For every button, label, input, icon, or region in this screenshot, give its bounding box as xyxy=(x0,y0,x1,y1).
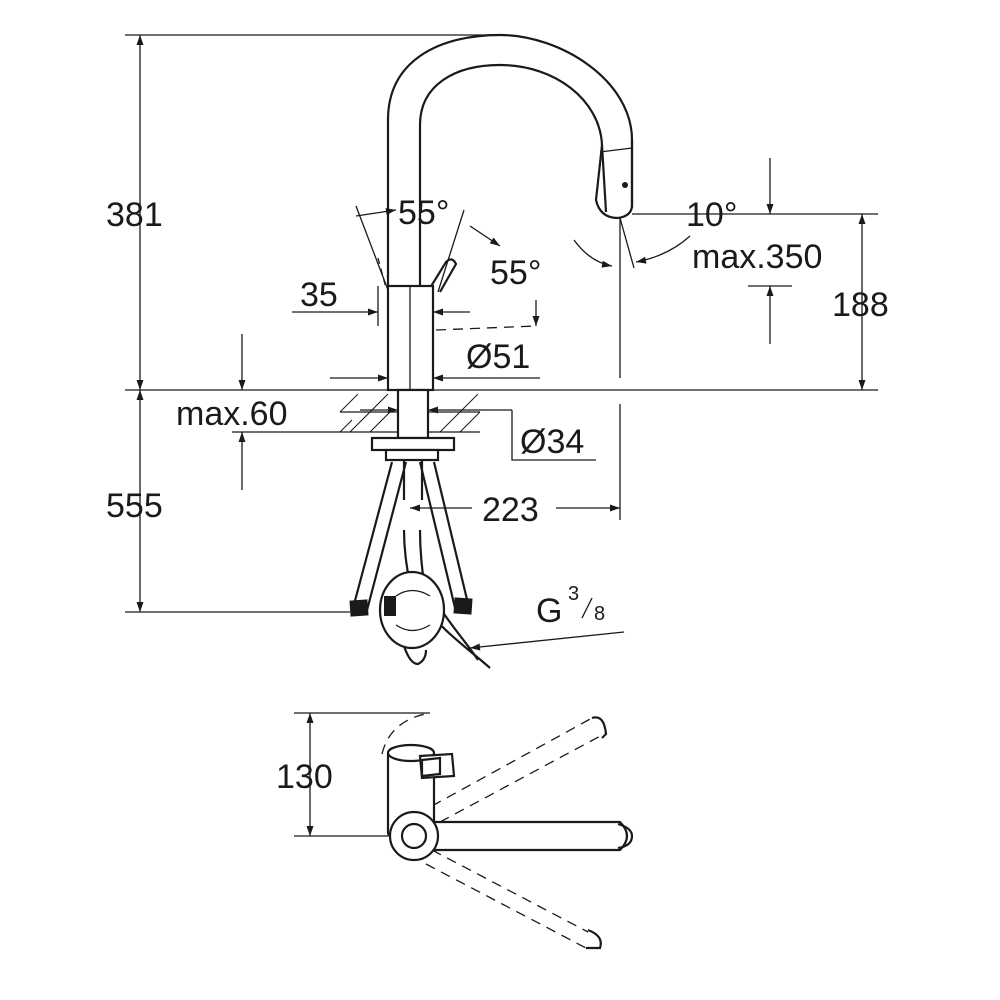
hose-fitting-right xyxy=(453,597,473,615)
spray-angle-arc-left xyxy=(573,239,613,268)
spray-angle-line xyxy=(619,217,635,269)
dim-55deg-lower-label: 55° xyxy=(490,254,541,292)
lever-angle-arrow-left xyxy=(355,208,397,217)
swivel-upper-end xyxy=(591,716,608,739)
lever-ghost-outline xyxy=(381,712,431,755)
dim-60-label: max.60 xyxy=(176,395,288,433)
mounting-shank xyxy=(396,388,430,440)
lever-angle-arrow-right xyxy=(469,225,501,247)
swivel-lower-end xyxy=(586,928,602,950)
dim-55deg-upper-label: 55° xyxy=(398,194,449,232)
plan-spout-base-inner xyxy=(400,822,428,850)
plan-view: 130 xyxy=(276,712,634,950)
swivel-position-lower xyxy=(425,849,589,949)
spray-head-joint xyxy=(599,147,633,153)
dim-555-label: 555 xyxy=(106,487,163,525)
swivel-position-upper xyxy=(431,717,605,823)
supply-hose-left xyxy=(350,461,408,615)
dim-35-label: 35 xyxy=(300,276,338,314)
dim-188-label: 188 xyxy=(832,286,889,324)
hose-fitting-left xyxy=(349,599,369,617)
spray-angle-arc-right xyxy=(635,235,691,264)
thread-leader-line xyxy=(469,631,625,651)
mounting-stud xyxy=(402,460,424,500)
weight-clip xyxy=(384,596,396,616)
dim-10deg-label: 10° xyxy=(686,196,737,234)
spray-head xyxy=(594,140,634,220)
plan-lever-tip xyxy=(420,756,442,778)
weight-detail xyxy=(395,589,431,632)
lever-ref-dashed xyxy=(435,325,537,331)
mounting-washer xyxy=(384,448,440,462)
spout-outer-curve xyxy=(386,33,634,286)
dim-130-label: 130 xyxy=(276,758,333,796)
weight-tail xyxy=(402,645,428,666)
supply-hose-right xyxy=(418,461,472,613)
spray-button xyxy=(622,182,628,188)
hose-weight xyxy=(378,570,446,650)
plan-spout xyxy=(408,820,629,852)
dim-381-label: 381 xyxy=(106,196,163,234)
dim-51-label: Ø51 xyxy=(466,338,530,376)
thread-numerator: 3 xyxy=(568,583,579,605)
thread-denominator: 8 xyxy=(594,603,605,625)
thread-fraction-bar xyxy=(581,597,593,619)
lever-angle-ref-right xyxy=(437,209,465,293)
dim-34-label: Ø34 xyxy=(520,423,584,461)
mounting-nut xyxy=(370,436,456,452)
dim-223-label: 223 xyxy=(482,491,539,529)
spout-inner-curve xyxy=(418,63,608,286)
dim-350-label: max.350 xyxy=(692,238,822,276)
dim-34-leader xyxy=(511,410,596,461)
lever-angle-ref-left xyxy=(355,205,389,291)
lever-handle xyxy=(429,258,458,293)
side-elevation-view: 381 555 188 max.350 10° 55° 55° xyxy=(106,33,889,669)
thread-label-g: G xyxy=(536,592,562,630)
pullout-hose xyxy=(402,529,491,669)
plan-spout-tip xyxy=(617,822,634,850)
